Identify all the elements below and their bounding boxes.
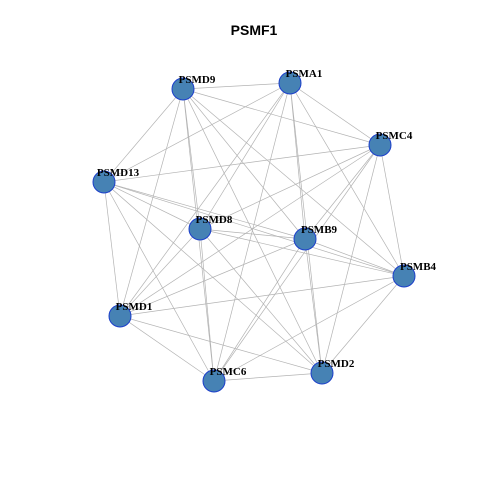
edge-psma1-psmd13 [103,82,291,183]
edge-psmc6-psmd2 [213,372,323,382]
edge-psmd8-psmb9 [199,228,306,240]
edge-psmb9-psmb4 [304,238,405,277]
edge-psmd8-psmb4 [199,228,405,277]
edge-psma1-psmd8 [199,82,291,230]
edge-psma1-psmb9 [289,82,306,240]
edge-psmc4-psmd2 [321,144,381,374]
node-label-psmb9: PSMB9 [301,224,338,236]
edge-psmb9-psmc6 [213,238,306,382]
node-psmb4 [392,264,416,288]
edge-psmd1-psmc6 [119,315,215,382]
node-psmd2 [310,361,334,385]
edge-psmd9-psmd13 [103,88,184,183]
edge-psma1-psmc6 [213,82,291,382]
node-psmc6 [202,369,226,393]
node-label-psmd9: PSMD9 [179,74,216,86]
edge-psmb9-psmd1 [119,238,306,317]
node-label-psma1: PSMA1 [286,68,323,80]
edge-psmd9-psmb9 [182,88,306,240]
node-label-psmb4: PSMB4 [400,261,437,273]
label-layer: PSMD9 PSMA1PSMC4PSMD13PSMD8PSMB9PSMB4PSMD… [97,68,437,378]
node-layer [92,71,416,393]
node-psmb9 [293,227,317,251]
edge-psmd13-psmb9 [103,181,306,240]
edge-psmc4-psmd13 [103,144,381,183]
edge-psmb9-psmd2 [304,238,323,374]
edge-psma1-psmd1 [119,82,291,317]
edge-psmc4-psmb9 [304,144,381,240]
graph-title: PSMF1 [231,22,278,38]
node-psmd13 [92,170,116,194]
edge-psma1-psmb4 [289,82,405,277]
node-label-psmd13: PSMD13 [97,167,140,179]
edge-psmc4-psmd1 [119,144,381,317]
node-psmd9 [171,77,195,101]
edge-psmd8-psmc6 [199,228,215,382]
edge-psmd13-psmb4 [103,181,405,277]
edge-psmd1-psmd2 [119,315,323,374]
edge-layer [103,82,405,382]
node-label-psmc6: PSMC6 [210,366,247,378]
edge-psmc4-psmc6 [213,144,381,382]
edge-psmd8-psmd1 [119,228,201,317]
edge-psmd8-psmd2 [199,228,323,374]
node-psmc4 [368,133,392,157]
node-label-psmd1: PSMD1 [116,301,153,313]
edge-psmd9-psma1 [182,82,291,90]
node-psmd1 [108,304,132,328]
edge-psmd13-psmc6 [103,181,215,382]
edge-psmd13-psmd1 [103,181,121,317]
node-label-psmc4: PSMC4 [376,130,413,142]
edge-psma1-psmc4 [289,82,381,146]
edge-psmb4-psmc6 [213,275,405,382]
node-label-psmd8: PSMD8 [196,214,233,226]
node-label-psmd2: PSMD2 [318,358,355,370]
edge-psmd13-psmd8 [103,181,201,230]
edge-psmd9-psmd1 [119,88,184,317]
edge-psmc4-psmd8 [199,144,381,230]
edge-psmc4-psmb4 [379,144,405,277]
edge-psmb4-psmd1 [119,275,405,317]
edge-psmb4-psmd2 [321,275,405,374]
node-psmd8 [188,217,212,241]
node-psma1 [278,71,302,95]
edge-psmd9-psmd8 [182,88,201,230]
